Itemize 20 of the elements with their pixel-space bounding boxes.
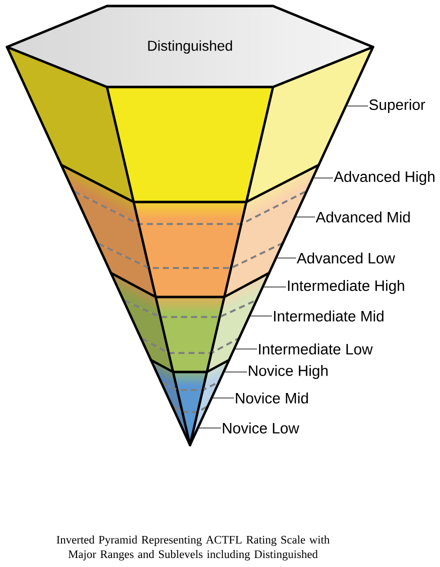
level-label: Intermediate High	[288, 280, 404, 294]
caption: Inverted Pyramid Representing ACTFL Rating Scale with Major Ranges and Sublevels including Distinguished	[56, 536, 330, 560]
level-label: Superior	[369, 99, 426, 113]
leader-line	[235, 348, 258, 350]
leader-line	[296, 216, 316, 218]
level-label: Novice High	[248, 365, 328, 379]
pyramid-band	[150, 358, 230, 392]
level-label: Novice Low	[222, 422, 300, 434]
pyramid-band	[122, 298, 258, 354]
hexagon-face: Distinguished	[6, 4, 374, 88]
pyramid-band	[170, 404, 210, 446]
level-label: Advanced Low	[296, 252, 396, 264]
leader-line	[264, 286, 286, 288]
level-label: Novice Mid	[236, 392, 308, 404]
level-label: Advanced High	[334, 171, 434, 185]
level-label: Intermediate Low	[259, 344, 373, 354]
level-label: Intermediate Mid	[274, 310, 384, 322]
level-label: Advanced Mid	[316, 211, 410, 222]
pyramid-band	[160, 380, 220, 414]
pyramid-band	[96, 242, 284, 298]
